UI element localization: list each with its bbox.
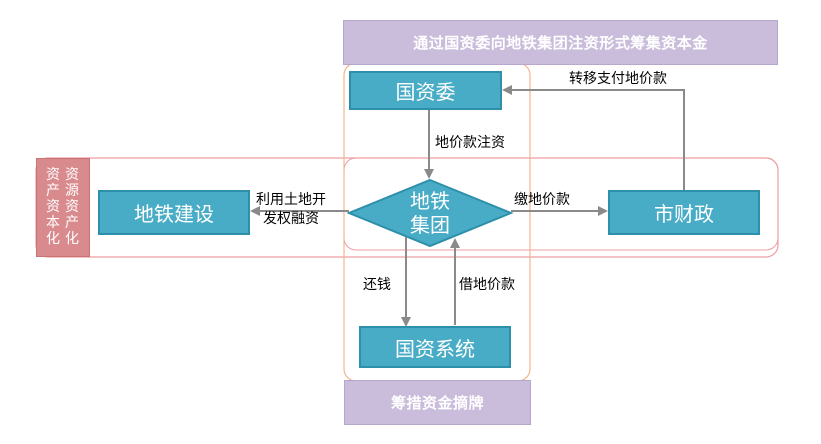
label-pay-land-price: 缴地价款 bbox=[514, 192, 570, 208]
metro-group-diamond[interactable] bbox=[346, 178, 514, 248]
side-tag-col-left: 资产资本化 bbox=[46, 167, 60, 247]
label-land-financing-line1: 利用土地开 bbox=[256, 192, 326, 208]
node-sasac[interactable]: 国资委 bbox=[349, 71, 502, 110]
top-banner: 通过国资委向地铁集团注资形式筹集资本金 bbox=[343, 20, 778, 65]
node-metro-construction[interactable]: 地铁建设 bbox=[98, 190, 250, 235]
label-land-financing-line2: 发权融资 bbox=[263, 211, 319, 227]
metro-group-label-line2: 集团 bbox=[410, 213, 450, 237]
label-transfer-payment: 转移支付地价款 bbox=[569, 71, 667, 87]
label-land-capital-injection: 地价款注资 bbox=[435, 135, 505, 151]
side-tag-col-right: 资源资产化 bbox=[65, 167, 79, 247]
side-tag: 资产资本化 资源资产化 bbox=[36, 158, 90, 257]
label-repay: 还钱 bbox=[363, 277, 391, 293]
label-borrow-land-price: 借地价款 bbox=[459, 277, 515, 293]
metro-group-label-line1: 地铁 bbox=[410, 189, 450, 213]
arrow-finance-to-sasac bbox=[502, 85, 685, 190]
label-land-financing: 利用土地开 发权融资 bbox=[256, 191, 326, 229]
node-city-finance[interactable]: 市财政 bbox=[608, 190, 760, 235]
metro-group-label: 地铁 集团 bbox=[390, 189, 470, 237]
node-state-system[interactable]: 国资系统 bbox=[359, 326, 511, 368]
bottom-banner: 筹措资金摘牌 bbox=[344, 380, 531, 425]
